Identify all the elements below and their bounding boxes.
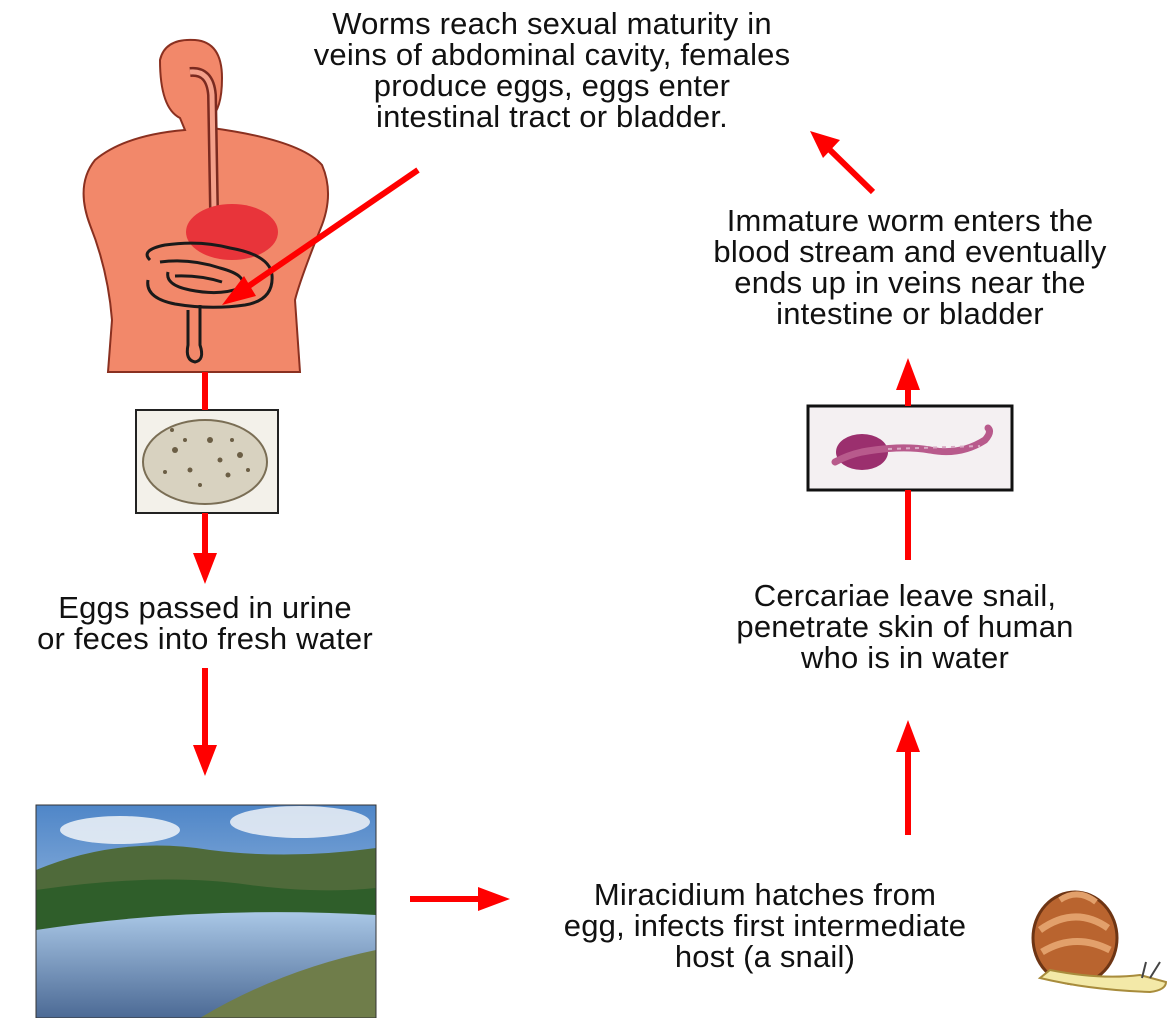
arrow-to-miracidium [410, 887, 510, 911]
line: produce eggs, eggs enter [262, 70, 842, 101]
line: Miracidium hatches from [505, 879, 1025, 910]
line: egg, infects first intermediate [505, 910, 1025, 941]
step-cercariae-text: Cercariae leave snail, penetrate skin of… [695, 580, 1115, 673]
step-miracidium-text: Miracidium hatches from egg, infects fir… [505, 879, 1025, 972]
arrow-egg-to-text [193, 513, 217, 584]
line: Worms reach sexual maturity in [262, 8, 842, 39]
arrow-to-water [193, 668, 217, 776]
line: intestinal tract or bladder. [262, 101, 842, 132]
line: or feces into fresh water [0, 623, 410, 654]
line: blood stream and eventually [672, 236, 1148, 267]
line: intestine or bladder [672, 298, 1148, 329]
step-immature-text: Immature worm enters the blood stream an… [672, 205, 1148, 329]
line: Immature worm enters the [672, 205, 1148, 236]
step-eggs-passed-text: Eggs passed in urine or feces into fresh… [0, 592, 410, 654]
step-maturity-text: Worms reach sexual maturity in veins of … [262, 8, 842, 132]
arrow-to-cercariae [896, 720, 920, 835]
line: host (a snail) [505, 941, 1025, 972]
line: penetrate skin of human [695, 611, 1115, 642]
line: ends up in veins near the [672, 267, 1148, 298]
line: Eggs passed in urine [0, 592, 410, 623]
arrow-to-immature [896, 358, 920, 406]
line: who is in water [695, 642, 1115, 673]
line: Cercariae leave snail, [695, 580, 1115, 611]
line: veins of abdominal cavity, females [262, 39, 842, 70]
arrow-to-intestine [222, 170, 418, 305]
arrow-to-maturity [810, 131, 873, 192]
